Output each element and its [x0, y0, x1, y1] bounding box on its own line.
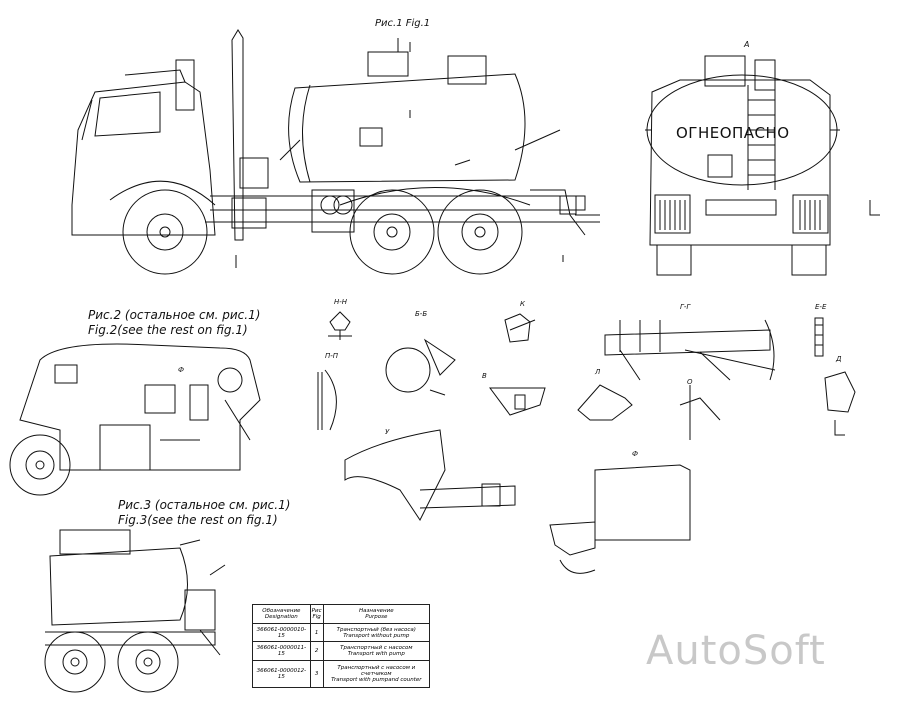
- section-label-v: В: [482, 372, 487, 380]
- caption-fig3-en: Fig.3(see the rest on fig.1): [118, 513, 278, 527]
- section-label-f-fig2: Ф: [178, 366, 185, 374]
- fig1-rear-view: [645, 55, 880, 276]
- section-label-u: У: [385, 428, 390, 436]
- detail-k: [504, 313, 536, 343]
- table-row: 366061-0000010-15 1 Транспортный (без на…: [252, 622, 431, 643]
- detail-bb: [385, 338, 456, 396]
- fig3-partial-view: [44, 529, 226, 693]
- caption-fig3-ru: Рис.3 (остальное см. рис.1): [118, 498, 291, 512]
- table-row: 366061-0000011-15 2 Транспортный с насос…: [252, 641, 431, 661]
- section-label-d: Д: [836, 355, 842, 363]
- detail-nn: [328, 311, 352, 340]
- caption-fig1: Рис.1 Fig.1: [375, 18, 431, 29]
- caption-fig2-ru: Рис.2 (остальное см. рис.1): [88, 308, 261, 322]
- detail-pp: [317, 369, 337, 431]
- detail-ee: [814, 317, 824, 357]
- section-label-ee: Е-Е: [815, 303, 827, 311]
- section-label-gg: Г-Г: [680, 303, 691, 311]
- section-label-k: К: [520, 300, 525, 308]
- detail-o: [679, 385, 721, 440]
- section-label-o: О: [687, 378, 693, 386]
- detail-d: [824, 371, 856, 436]
- section-label-l: Л: [595, 368, 601, 376]
- detail-gg: [604, 319, 776, 381]
- detail-v: [489, 387, 546, 416]
- caption-fig2-en: Fig.2(see the rest on fig.1): [88, 323, 248, 337]
- watermark: AutoSoft: [646, 628, 826, 674]
- section-label-a: А: [744, 40, 750, 49]
- fig2-partial-view: [9, 343, 261, 496]
- table-row: 366061-0000012-15 3 Транспортный с насос…: [252, 659, 431, 689]
- detail-l: [577, 384, 633, 421]
- section-label-f: Ф: [632, 450, 639, 458]
- detail-f: [549, 464, 691, 574]
- section-label-nn: Н-Н: [334, 298, 348, 306]
- section-label-pp: П-П: [325, 352, 339, 360]
- section-label-bb: Б-Б: [415, 310, 428, 318]
- detail-u: [344, 429, 516, 521]
- tank-warning-label: ОГНЕОПАСНО: [676, 124, 790, 142]
- fig1-side-view: [71, 29, 600, 275]
